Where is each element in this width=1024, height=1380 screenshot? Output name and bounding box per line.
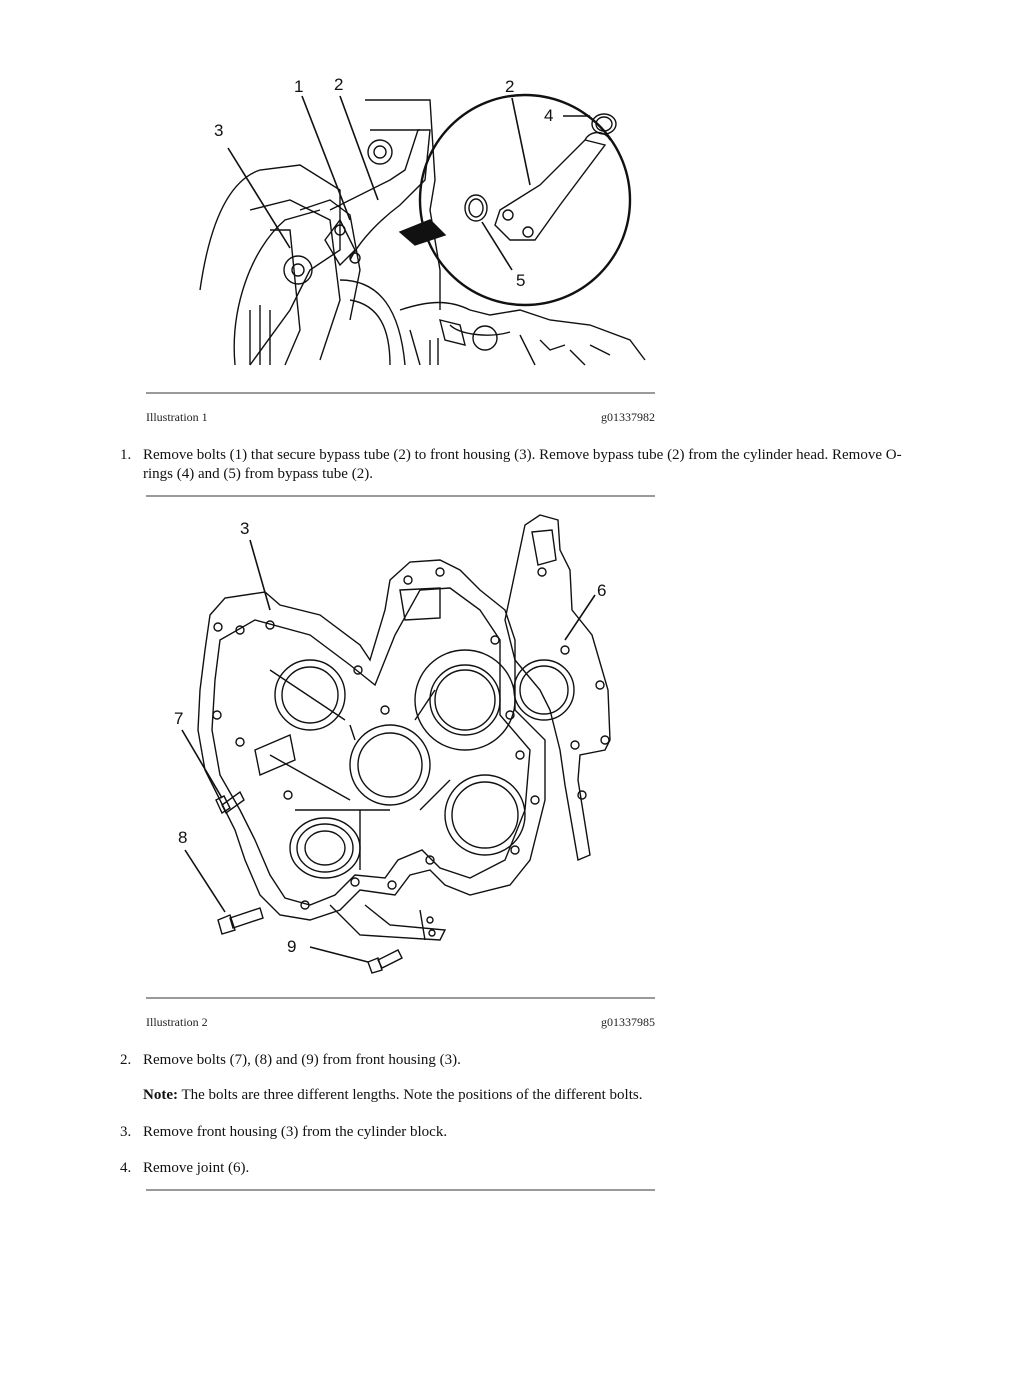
callout-1: 1 (294, 77, 303, 96)
callout-9: 9 (287, 937, 296, 956)
illustration-1-drawing: 1 2 3 2 4 5 (199, 75, 646, 366)
step-1-text: Remove bolts (1) that secure bypass tube… (143, 447, 902, 482)
step-2-text: Remove bolts (7), (8) and (9) from front… (143, 1052, 461, 1068)
note: Note: The bolts are three different leng… (143, 1087, 642, 1104)
callout-7: 7 (174, 709, 183, 728)
illustration-1-caption: Illustration 1 (146, 410, 208, 424)
illustration-2-drawing: 3 6 7 8 9 (174, 514, 611, 974)
divider (146, 392, 655, 394)
step-3-number: 3. (120, 1124, 132, 1140)
note-text: The bolts are three different lengths. N… (177, 1087, 643, 1103)
illustration-1-code: g01337982 (601, 410, 655, 424)
callout-2-detail: 2 (505, 77, 514, 96)
step-2-number: 2. (120, 1052, 132, 1068)
illustration-2-caption: Illustration 2 (146, 1015, 208, 1029)
callout-6: 6 (597, 581, 606, 600)
step-1: 1. Remove bolts (1) that secure bypass t… (120, 446, 920, 482)
callout-5: 5 (516, 271, 525, 290)
step-1-number: 1. (120, 447, 132, 463)
step-2: 2. Remove bolts (7), (8) and (9) from fr… (120, 1051, 920, 1070)
note-label: Note: (143, 1087, 178, 1103)
callout-4: 4 (544, 106, 553, 125)
step-4-number: 4. (120, 1160, 132, 1176)
step-4-text: Remove joint (6). (143, 1160, 250, 1176)
callout-2: 2 (334, 75, 343, 94)
divider (146, 495, 655, 497)
callout-8: 8 (178, 828, 187, 847)
step-3-text: Remove front housing (3) from the cylind… (143, 1124, 448, 1140)
illustration-2-code: g01337985 (601, 1015, 655, 1029)
divider (146, 997, 655, 999)
divider (146, 1189, 655, 1191)
step-4: 4. Remove joint (6). (120, 1159, 920, 1178)
callout-3: 3 (214, 121, 223, 140)
step-3: 3. Remove front housing (3) from the cyl… (120, 1123, 920, 1142)
callout-3: 3 (240, 519, 249, 538)
